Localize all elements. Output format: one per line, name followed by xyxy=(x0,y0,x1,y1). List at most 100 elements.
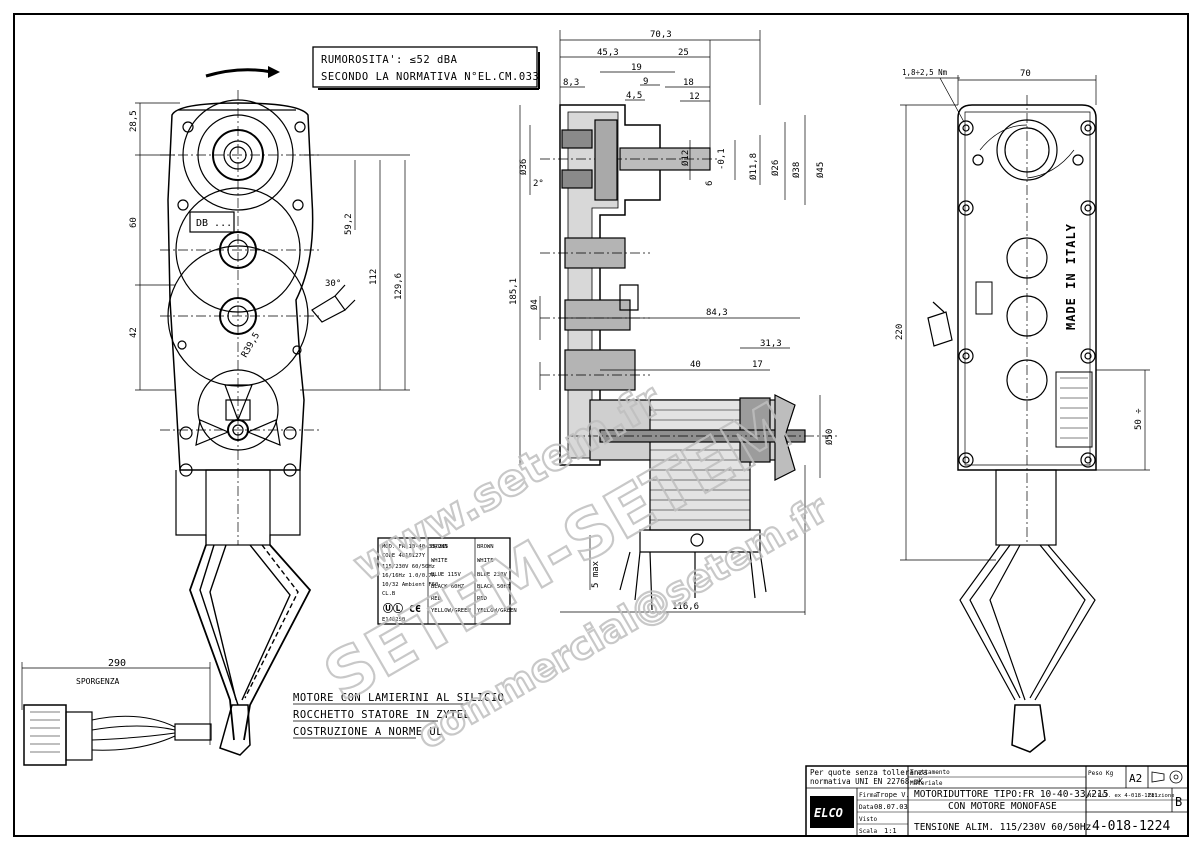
dim-19: 19 xyxy=(631,63,642,73)
dim-70-3: 70,3 xyxy=(650,30,672,40)
sheet-size: A2 xyxy=(1129,772,1142,785)
dim-60: 60 xyxy=(129,217,139,228)
dim-phi38: Ø38 xyxy=(791,162,802,178)
dim-phi4: Ø4 xyxy=(529,299,540,310)
plate-l6: CL.B xyxy=(382,591,396,597)
dim-torque: 1,8÷2,5 Nm xyxy=(902,68,948,77)
dim-28-5: 28,5 xyxy=(129,110,139,132)
dim-185-1: 185,1 xyxy=(509,278,519,305)
plate-s5: RED xyxy=(477,596,487,602)
firma-label: Firma xyxy=(859,792,877,799)
dim-phi12: Ø12 xyxy=(680,150,691,166)
note-line3: COSTRUZIONE A NORME UL xyxy=(293,726,443,738)
plate-l4: 16/16Hz 1.0/0.7A xyxy=(382,573,436,579)
plate-s3: BLUE 230V xyxy=(477,572,507,578)
title-block-text: Per quote senza tolleranza normativa UNI… xyxy=(810,768,1182,835)
firma-value: Trope V. xyxy=(876,791,910,799)
edizione-label: Edizione xyxy=(1148,793,1175,799)
data-label: Data xyxy=(859,804,874,811)
title-line1: MOTORIDUTTORE TIPO:FR 10-40-33/215 xyxy=(914,789,1108,800)
dim-17: 17 xyxy=(752,360,763,370)
dim-18: 18 xyxy=(683,78,694,88)
trattamento-label: Trattamento xyxy=(910,769,950,776)
plate-l1: MOD. FR 10-40-33/215 xyxy=(382,544,448,550)
dim-290: 290 xyxy=(108,658,126,669)
dim-40: 40 xyxy=(690,360,701,370)
plate-s1: BROWN xyxy=(477,544,494,550)
elco-logo xyxy=(810,796,854,828)
peso-label: Peso Kg xyxy=(1088,770,1114,777)
db-label: DB ... xyxy=(196,218,232,229)
dim-phi26: Ø26 xyxy=(770,160,781,176)
plate-r3: BLUE 115V xyxy=(431,572,461,578)
dim-112: 112 xyxy=(369,269,379,285)
tolerance-line2: normativa UNI EN 22768-mK xyxy=(810,777,923,786)
tolerance-line1: Per quote senza tolleranza xyxy=(810,768,927,777)
dim-42: 42 xyxy=(129,327,139,338)
edition-letter: B xyxy=(1175,795,1182,809)
dim-59-2: 59,2 xyxy=(344,213,354,235)
plate-l2: CODE 4018127Y xyxy=(382,553,426,559)
section-view-dimensions xyxy=(519,30,821,615)
dim-phi36: Ø36 xyxy=(518,159,529,175)
note-line1: MOTORE CON LAMIERINI AL SILICIO xyxy=(293,692,504,704)
plate-l5: 10/32 Ambient F60 xyxy=(382,582,438,588)
dim-50: 50 ÷ xyxy=(1134,408,1144,430)
dim-70: 70 xyxy=(1020,69,1031,79)
elco-logo-icon xyxy=(975,281,993,315)
sporgenza-label: SPORGENZA xyxy=(76,677,120,686)
notes: MOTORE CON LAMIERINI AL SILICIO ROCCHETT… xyxy=(293,692,504,739)
plate-s4: BLACK 50HZ xyxy=(477,584,511,590)
elco-logo-text: ELCO xyxy=(814,806,843,820)
front-view-dimensions xyxy=(135,102,410,391)
plate-s2: WHITE xyxy=(477,558,494,564)
scala-label: Scala xyxy=(859,828,877,835)
made-in-italy: MADE IN ITALY xyxy=(1064,223,1078,330)
dim-116-6: 116,6 xyxy=(672,602,699,612)
noise-line1: RUMOROSITA': ≤52 dBA xyxy=(321,54,458,66)
dim-2deg: 2° xyxy=(533,179,544,189)
plate-l3: 115/230V 60/50Hz xyxy=(382,564,435,570)
plate-r4: BLACK 60HZ xyxy=(431,584,465,590)
front-view xyxy=(160,90,356,756)
dim-30deg: 30° xyxy=(325,279,341,289)
data-value: 08.07.03 xyxy=(874,803,908,811)
title-block xyxy=(805,765,1189,837)
dim-12: 12 xyxy=(689,92,700,102)
scala-value: 1:1 xyxy=(884,827,897,835)
dim-8-3: 8,3 xyxy=(563,78,579,88)
dim-phi11-8: Ø11,8 xyxy=(748,153,759,180)
ul-mark: ⓊⓁ ϹЄ xyxy=(383,602,421,615)
plate-s6: YELLOW/GREEN xyxy=(477,608,517,614)
title-line3: TENSIONE ALIM. 115/230V 60/50Hz xyxy=(914,822,1091,833)
dim-31-3: 31,3 xyxy=(760,339,782,349)
rif-label: N° Rif. ex 4-018-1211 xyxy=(1088,793,1158,799)
dim-6: 6 xyxy=(705,181,715,186)
plate-r2: WHITE xyxy=(431,558,448,564)
rear-view xyxy=(927,95,1097,753)
dim-84-3: 84,3 xyxy=(706,308,728,318)
title-line2: CON MOTORE MONOFASE xyxy=(948,801,1057,812)
dim-phi45: Ø45 xyxy=(815,162,826,178)
plate-code: E140250 xyxy=(382,617,405,623)
noise-note: RUMOROSITA': ≤52 dBA SECONDO LA NORMATIV… xyxy=(312,46,540,90)
rear-view-dimensions xyxy=(900,75,1150,561)
plate-r1: BROWN xyxy=(431,544,448,550)
materiale-label: Materiale xyxy=(910,780,943,787)
frame-border xyxy=(13,13,1189,837)
label-plate: MOD. FR 10-40-33/215 CODE 4018127Y 115/2… xyxy=(377,537,517,625)
plate-r6: YELLOW/GREEN xyxy=(431,608,471,614)
plate-r5: RED xyxy=(431,596,441,602)
noise-line2: SECONDO LA NORMATIVA N°EL.CM.033 xyxy=(321,71,539,83)
note-line2: ROCCHETTO STATORE IN ZYTEL xyxy=(293,709,470,721)
dim-25: 25 xyxy=(678,48,689,58)
dim-45-3: 45,3 xyxy=(597,48,619,58)
dim-129-6: 129,6 xyxy=(394,273,404,300)
dim-phi50: Ø50 xyxy=(824,429,835,445)
section-view xyxy=(540,104,840,611)
cable-connector xyxy=(21,662,212,766)
dim-9: 9 xyxy=(643,77,648,87)
rotation-arrow-icon xyxy=(205,66,280,78)
